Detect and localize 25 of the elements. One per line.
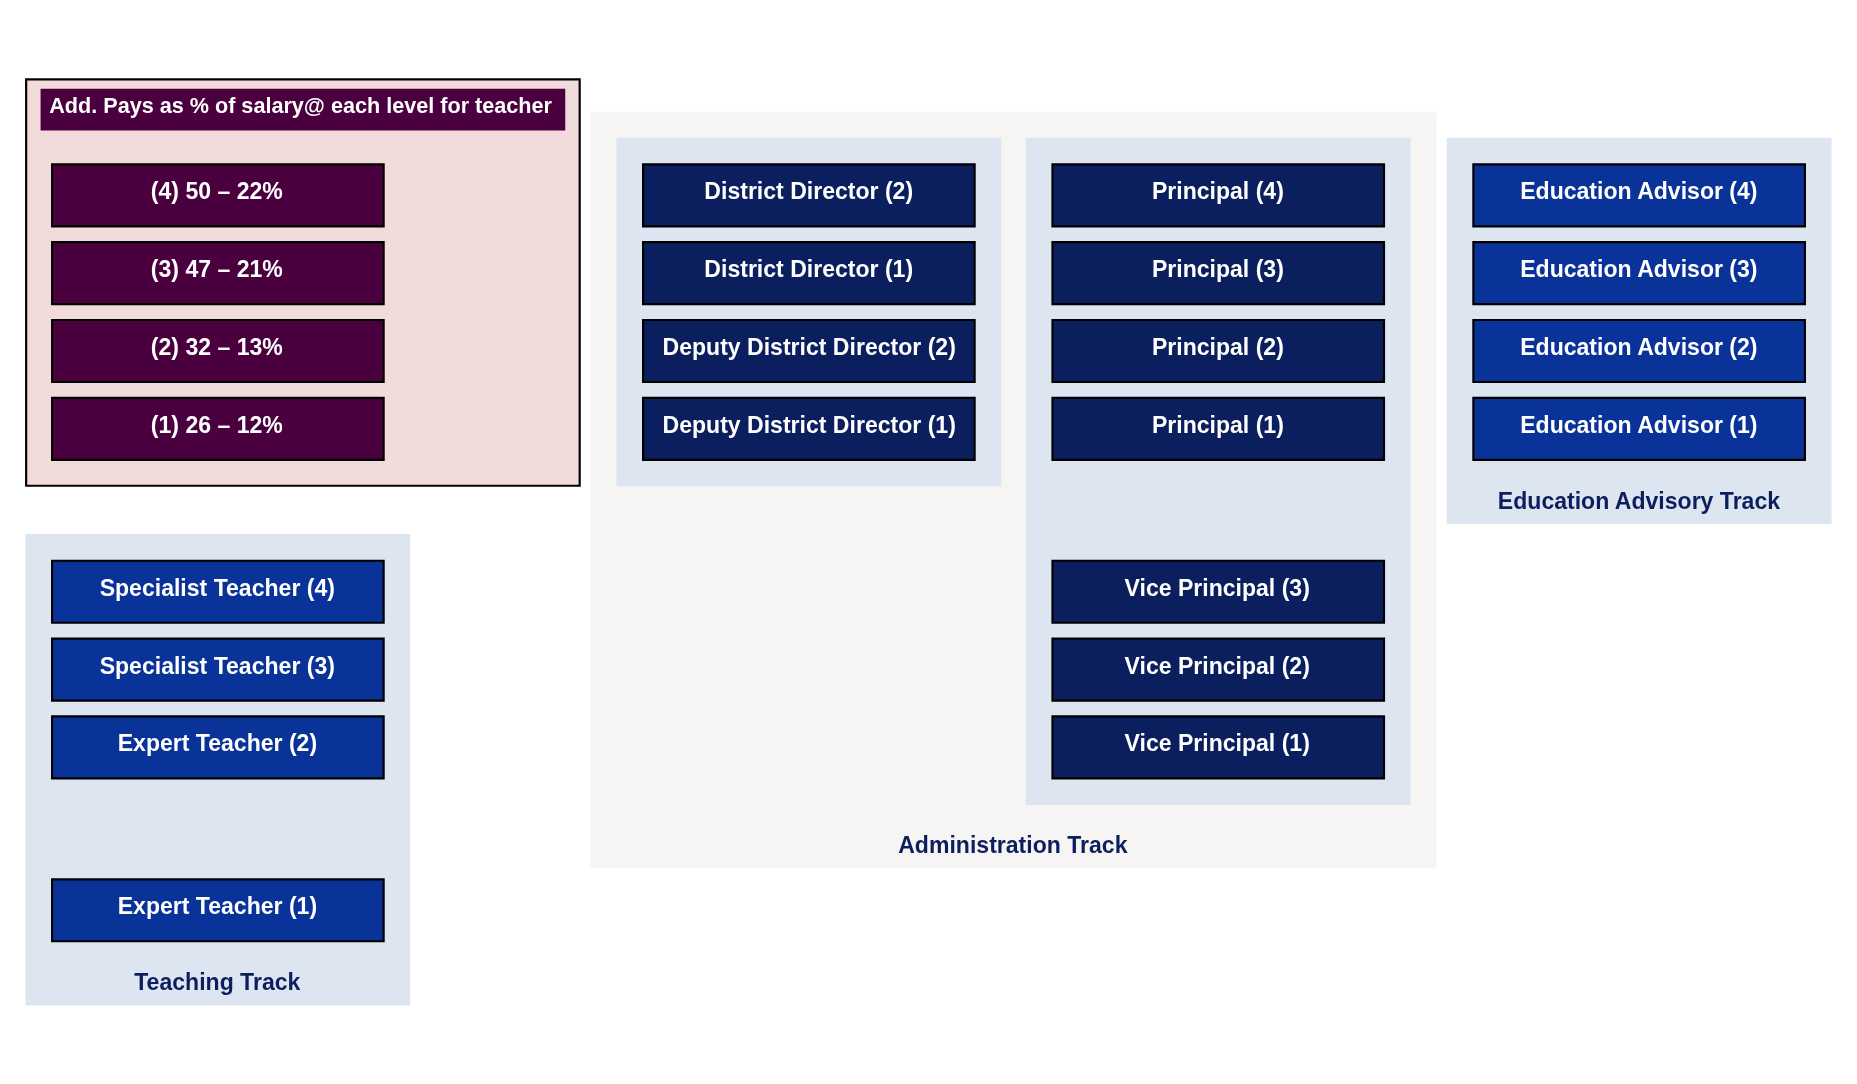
node-box: Principal (1) (1051, 396, 1386, 461)
node-box: Specialist Teacher (3) (51, 637, 385, 702)
node-box: District Director (2) (642, 163, 976, 228)
node-box: Education Advisor (1) (1472, 396, 1806, 461)
node-box: Expert Teacher (2) (51, 715, 385, 780)
node-box: Specialist Teacher (4) (51, 559, 385, 624)
node-box: Vice Principal (1) (1051, 715, 1386, 780)
node-box: (3) 47 – 21% (51, 241, 385, 306)
node-box: Deputy District Director (1) (642, 396, 976, 461)
node-box: Education Advisor (3) (1472, 241, 1806, 306)
node-box: Principal (2) (1051, 318, 1386, 384)
node-box: Principal (3) (1051, 241, 1386, 306)
cluster (1025, 137, 1411, 806)
node-box: Education Advisor (4) (1472, 163, 1806, 228)
node-box: Vice Principal (2) (1051, 637, 1386, 702)
node-box: Education Advisor (2) (1472, 318, 1806, 384)
node-box: (1) 26 – 12% (51, 396, 385, 461)
cluster (616, 137, 1002, 487)
node-box: Vice Principal (3) (1051, 559, 1386, 624)
node-box: District Director (1) (642, 241, 976, 306)
node-box: Principal (4) (1051, 163, 1386, 228)
node-box: (4) 50 – 22% (51, 163, 385, 228)
node-box: (2) 32 – 13% (51, 318, 385, 384)
node-box: Deputy District Director (2) (642, 318, 976, 384)
node-box: Expert Teacher (1) (51, 878, 385, 943)
